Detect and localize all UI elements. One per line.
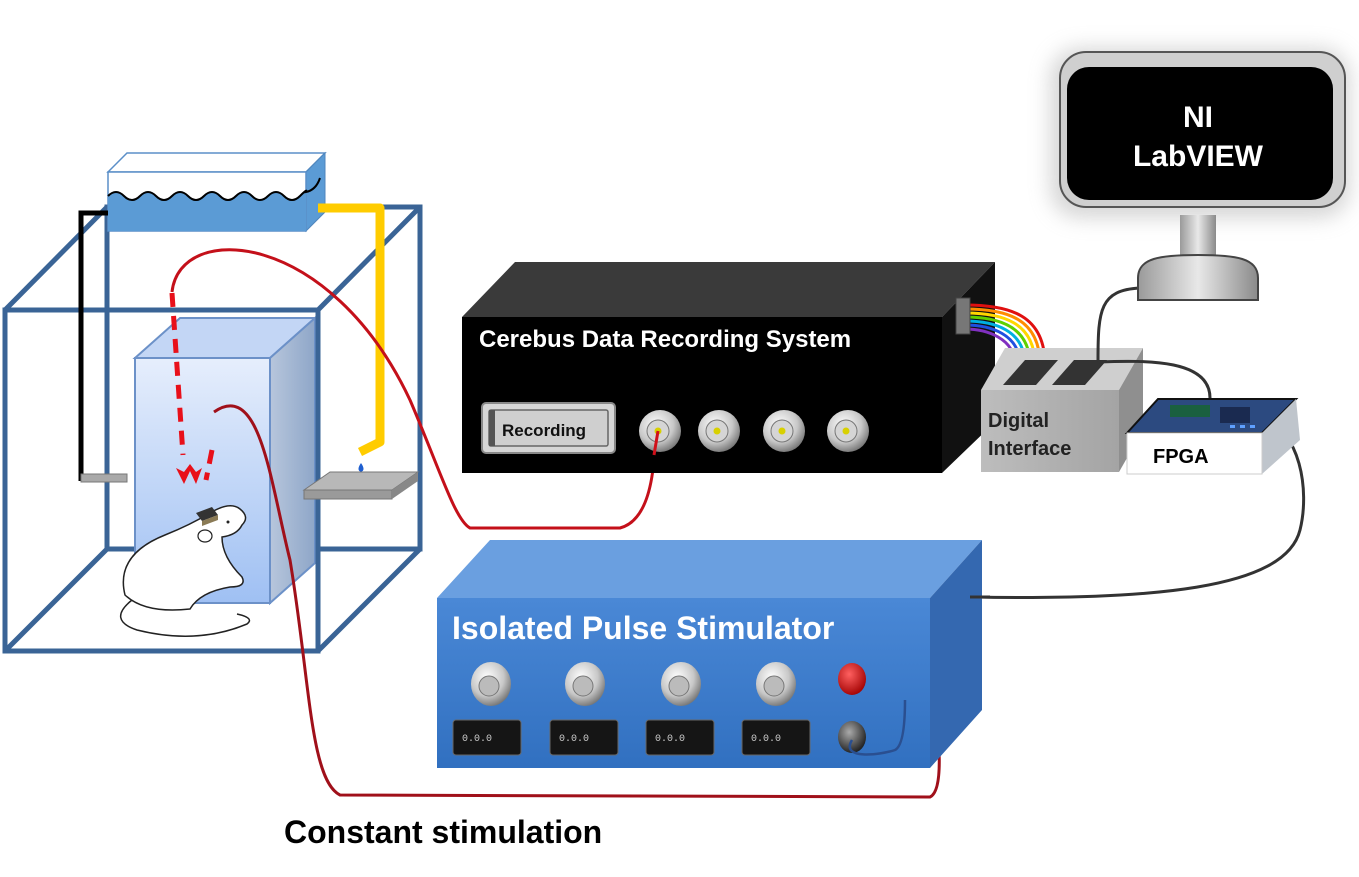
fpga-cable [1097, 359, 1212, 399]
water-tray [302, 471, 420, 500]
recording-cable [170, 248, 657, 530]
digital-interface-label-2: Interface [988, 438, 1071, 460]
monitor-label-1: NI [1183, 101, 1213, 134]
svg-text:0.0.0: 0.0.0 [655, 734, 685, 745]
stimulator-knobs [471, 662, 796, 706]
fpga-to-stimulator-cable [969, 416, 1306, 599]
fpga-label: FPGA [1153, 446, 1209, 468]
bnc-port-2[interactable] [698, 410, 740, 452]
rat-illustration [120, 505, 251, 637]
output-terminal-negative[interactable] [838, 721, 866, 753]
caption: Constant stimulation [284, 814, 602, 850]
stim-display-1: 0.0.0 [452, 719, 522, 756]
inner-block-side [269, 315, 316, 606]
output-terminal-positive[interactable] [838, 663, 866, 695]
behavior-box [2, 204, 423, 654]
lever[interactable] [80, 473, 128, 483]
bnc-port-3[interactable] [763, 410, 805, 452]
water-pipe [318, 203, 385, 457]
cerebus-label: Cerebus Data Recording System [479, 326, 851, 353]
svg-text:0.0.0: 0.0.0 [462, 734, 492, 745]
stimulator-displays: 0.0.0 0.0.0 0.0.0 0.0.0 [452, 719, 811, 756]
monitor-cable [1096, 286, 1141, 361]
cerebus-device: Cerebus Data Recording System Recording [462, 262, 995, 473]
svg-text:0.0.0: 0.0.0 [559, 734, 589, 745]
digital-interface-label-1: Digital [988, 410, 1049, 432]
digital-interface: Digital Interface [981, 348, 1143, 472]
stim-display-2: 0.0.0 [549, 719, 619, 756]
stim-knob-2[interactable] [565, 662, 605, 706]
stim-knob-3[interactable] [661, 662, 701, 706]
bnc-ports [639, 410, 869, 452]
stim-display-3: 0.0.0 [645, 719, 715, 756]
stimulation-arrows [169, 292, 215, 484]
stimulator-label: Isolated Pulse Stimulator [452, 610, 834, 646]
headstage-icon [196, 507, 218, 526]
fpga-device: FPGA [1124, 398, 1300, 475]
recording-button-label: Recording [502, 421, 586, 440]
stimulator-device: Isolated Pulse Stimulator 0.0.0 0.0.0 0.… [437, 540, 990, 768]
stim-display-4: 0.0.0 [741, 719, 811, 756]
lever-tube [78, 210, 108, 481]
labview-monitor: NI LabVIEW [1050, 48, 1350, 301]
bnc-port-4[interactable] [827, 410, 869, 452]
monitor-label-2: LabVIEW [1133, 140, 1264, 173]
recording-button[interactable]: Recording [481, 402, 616, 454]
svg-text:0.0.0: 0.0.0 [751, 734, 781, 745]
stim-knob-1[interactable] [471, 662, 511, 706]
water-reservoir [106, 151, 327, 233]
water-drop-icon [358, 463, 364, 472]
bnc-port-1[interactable] [639, 410, 681, 452]
stim-knob-4[interactable] [756, 662, 796, 706]
